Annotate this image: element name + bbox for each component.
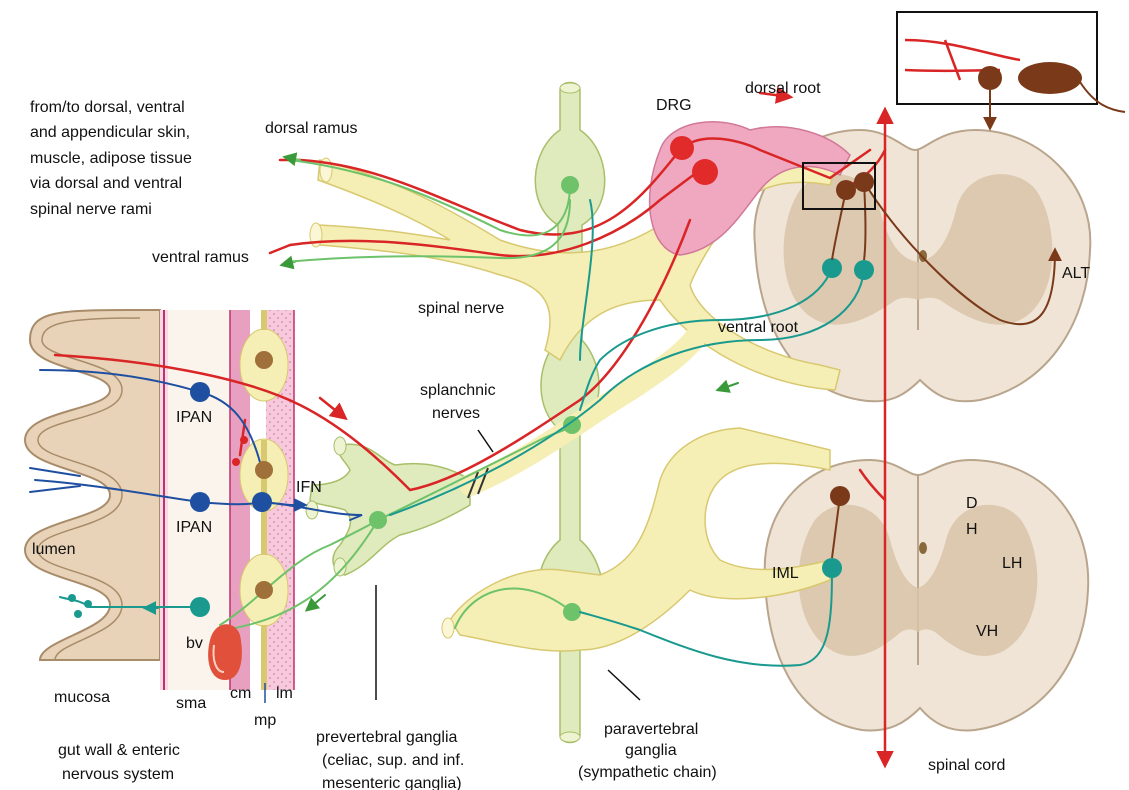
label-vh: VH	[976, 623, 998, 640]
label-ipan-1: IPAN	[176, 409, 212, 426]
label-lh: LH	[1002, 555, 1022, 572]
label-sma: sma	[176, 695, 206, 712]
label-iml: IML	[772, 565, 799, 582]
pointer-splanchnic	[478, 430, 493, 452]
label-paravertebral-2: ganglia	[625, 742, 677, 759]
label-splanchnic-2: nerves	[432, 405, 480, 422]
skin-note-line-5: spinal nerve rami	[30, 201, 152, 218]
blood-vessel	[208, 624, 242, 680]
label-dorsal-root: dorsal root	[745, 80, 821, 97]
label-dh-1: D	[966, 495, 978, 512]
label-ventral-root: ventral root	[718, 319, 799, 336]
label-bv: bv	[186, 635, 203, 652]
skin-note-line-2: and appendicular skin,	[30, 124, 190, 141]
skin-note-line-1: from/to dorsal, ventral	[30, 99, 185, 116]
prevertebral-ganglion	[306, 437, 470, 576]
label-spinal-nerve: spinal nerve	[418, 300, 504, 317]
label-paravertebral-3: (sympathetic chain)	[578, 764, 717, 781]
label-prevertebral-3: mesenteric ganglia)	[322, 775, 462, 790]
label-splanchnic-1: splanchnic	[420, 382, 496, 399]
label-gut-wall-1: gut wall & enteric	[58, 742, 180, 759]
gut-wall	[12, 310, 294, 690]
skin-note-line-3: muscle, adipose tissue	[30, 150, 192, 167]
skin-note-line-4: via dorsal and ventral	[30, 175, 182, 192]
label-ifn: IFN	[296, 479, 322, 496]
label-dh-2: H	[966, 521, 978, 538]
spinal-cord-lower	[765, 460, 1089, 730]
label-prevertebral-1: prevertebral ganglia	[316, 729, 458, 746]
label-skin-note: from/to dorsal, ventral and appendicular…	[30, 99, 192, 218]
label-lm: lm	[276, 685, 293, 702]
label-ventral-ramus: ventral ramus	[152, 249, 249, 266]
label-prevertebral-2: (celiac, sup. and inf.	[322, 752, 464, 769]
label-cm: cm	[230, 685, 251, 702]
label-dorsal-ramus: dorsal ramus	[265, 120, 357, 137]
label-ipan-2: IPAN	[176, 519, 212, 536]
label-paravertebral-1: paravertebral	[604, 721, 698, 738]
label-drg: DRG	[656, 97, 692, 114]
pointer-paravertebral	[608, 670, 640, 700]
label-lumen: lumen	[32, 541, 76, 558]
label-mucosa: mucosa	[54, 689, 110, 706]
label-alt: ALT	[1062, 265, 1090, 282]
label-spinal-cord: spinal cord	[928, 757, 1005, 774]
label-mp: mp	[254, 712, 276, 729]
label-gut-wall-2: nervous system	[62, 766, 174, 783]
